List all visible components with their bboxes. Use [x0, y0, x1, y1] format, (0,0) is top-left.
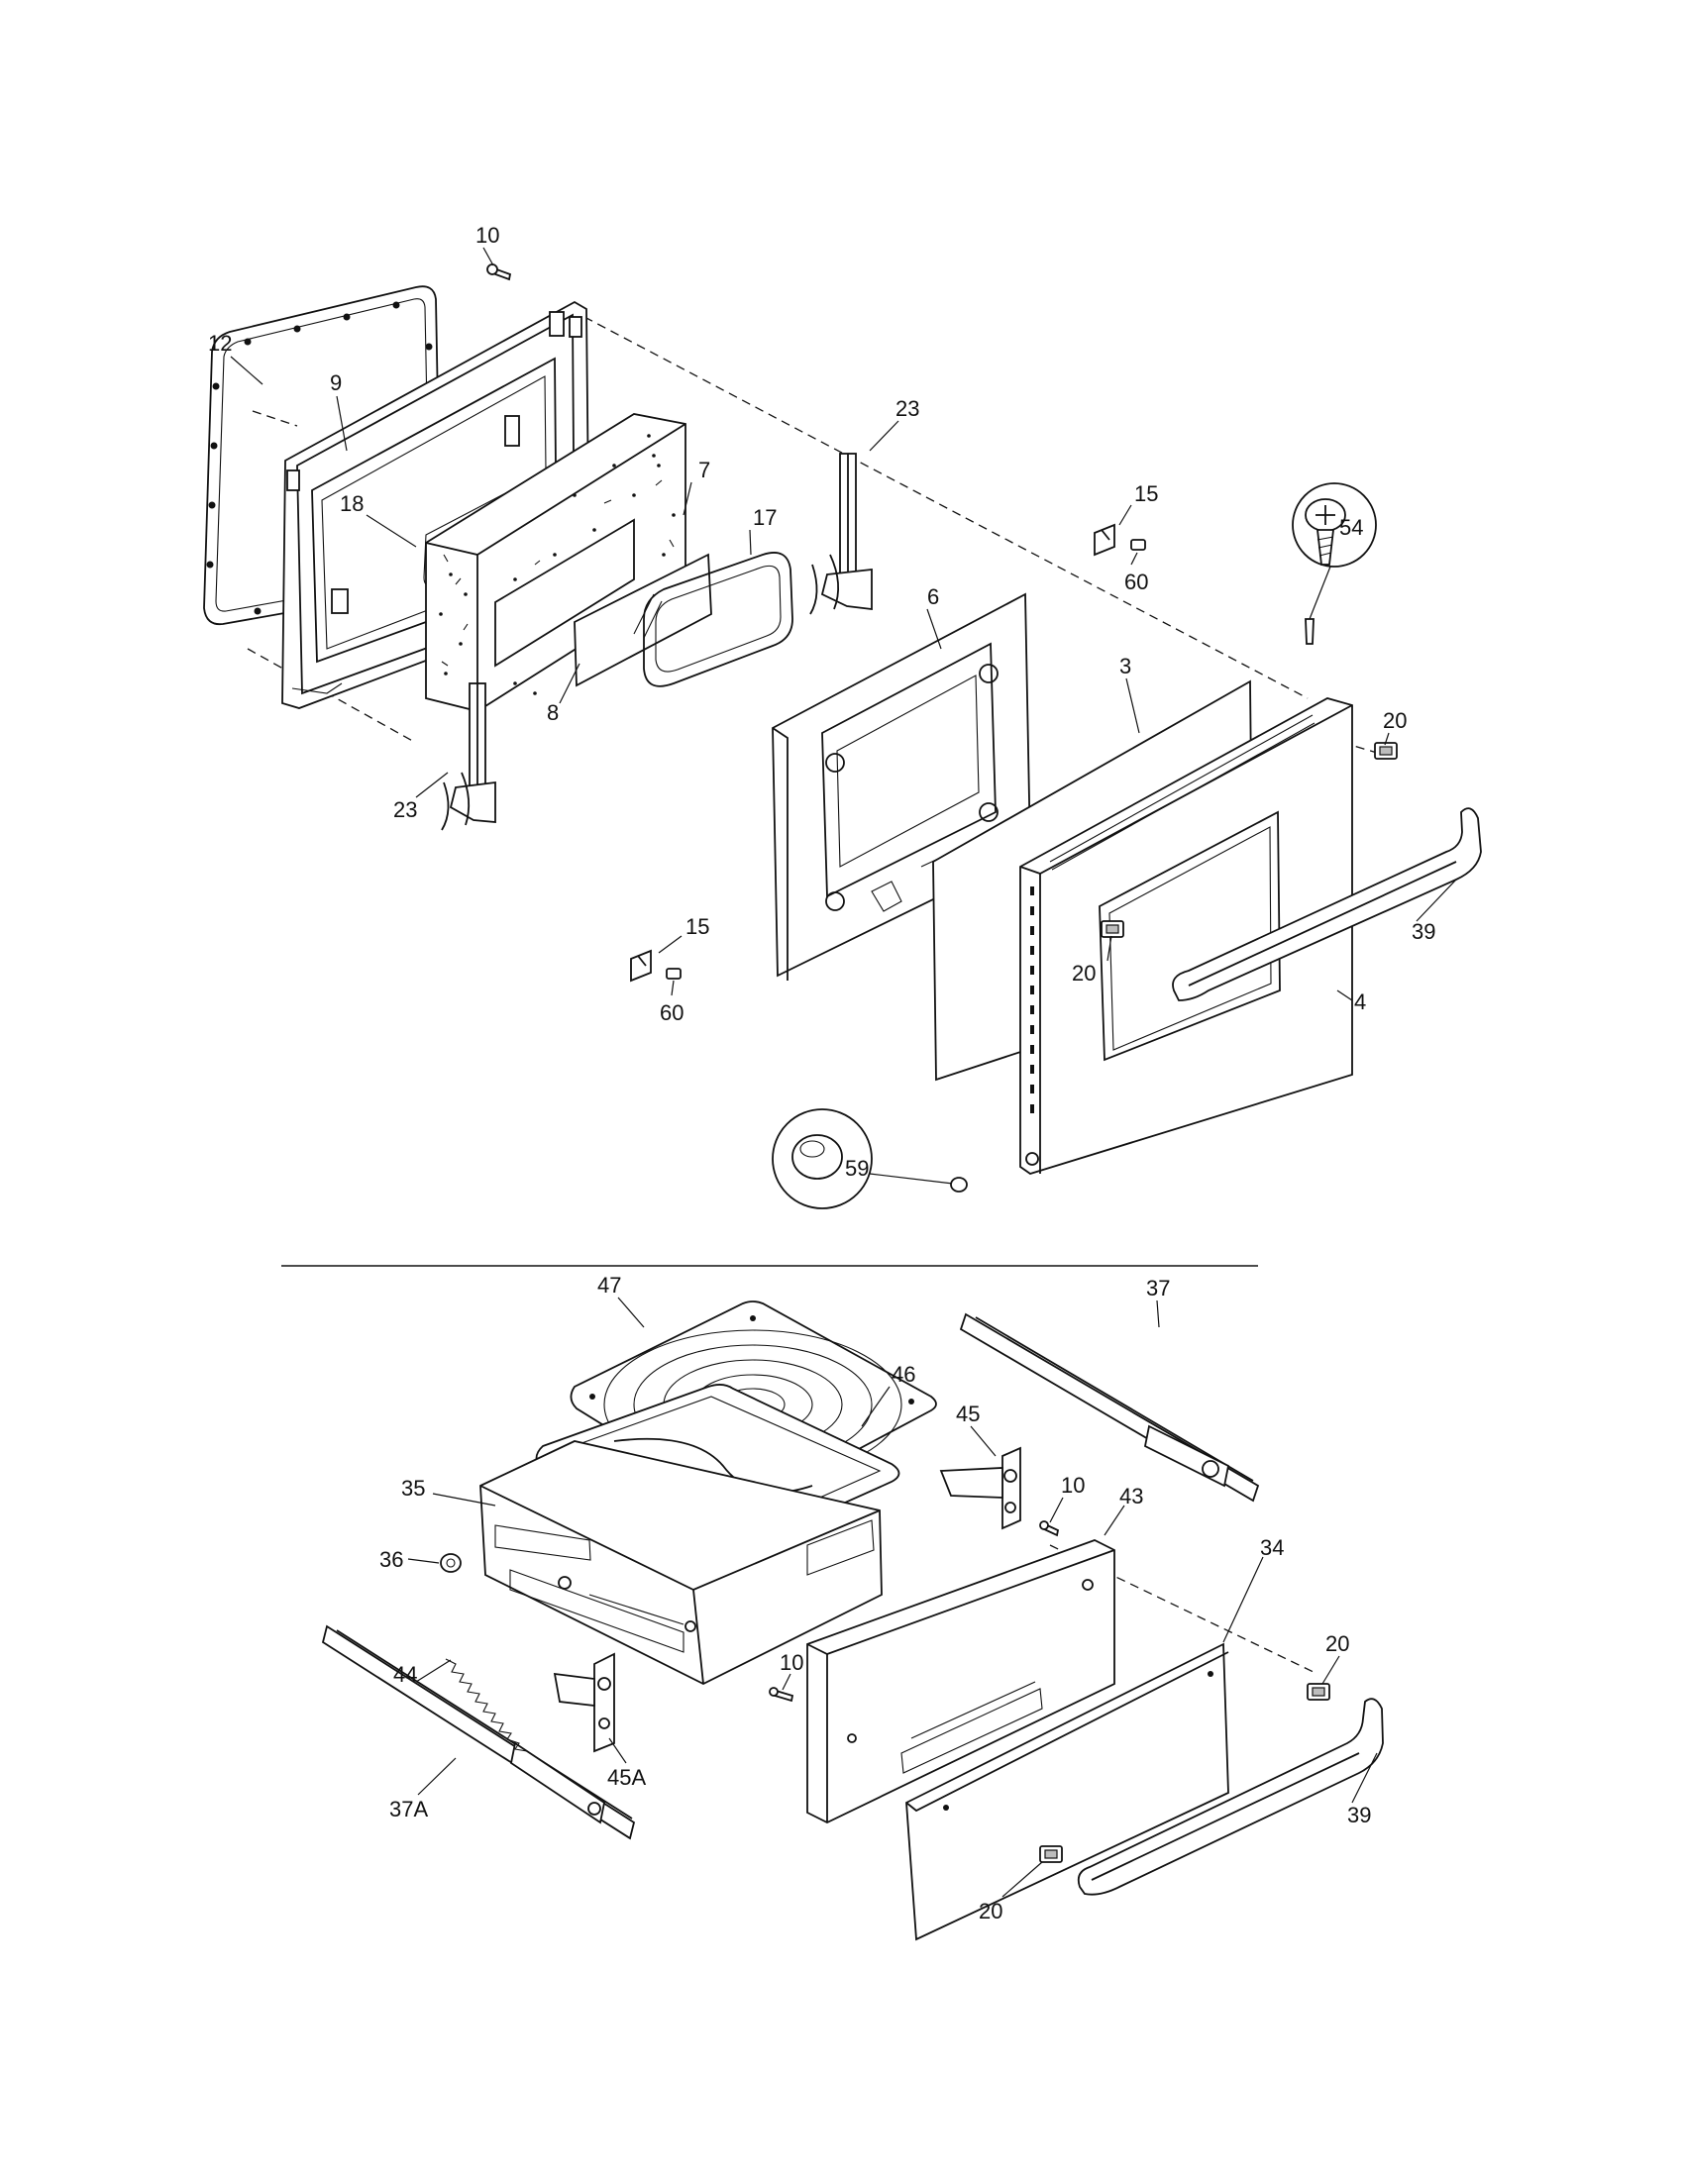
part-8-window-glass: [574, 553, 712, 687]
part-60-pin-upper: [1130, 539, 1146, 551]
callout-44: 44: [393, 1662, 417, 1687]
callout-20-drawer-lower: 20: [979, 1899, 1002, 1924]
part-39-drawer-handle: [1077, 1698, 1384, 1896]
callout-39-drawer: 39: [1347, 1803, 1371, 1827]
callout-10-drawer: 10: [1061, 1473, 1085, 1498]
callout-54: 54: [1339, 515, 1363, 540]
part-23-hinge-upper: [809, 453, 873, 615]
part-10-screw-drawer-lower: [769, 1687, 794, 1703]
callout-37: 37: [1146, 1276, 1170, 1300]
leader-lines: [230, 247, 1457, 1898]
callout-7: 7: [698, 458, 710, 482]
callout-20: 20: [1383, 708, 1407, 733]
part-37A-slide-rail-left: [321, 1624, 636, 1840]
oven-door-assembly: [203, 263, 1482, 1209]
part-4-outer-door: [1019, 697, 1353, 1175]
callout-60-lower: 60: [660, 1000, 684, 1025]
part-20-drawer-cap-left: [1039, 1845, 1063, 1863]
part-15-latch-lower: [630, 949, 652, 983]
part-37-slide-rail-right: [959, 1312, 1260, 1503]
callout-20-drawer: 20: [1325, 1631, 1349, 1656]
callout-15: 15: [1134, 481, 1158, 506]
callout-4: 4: [1354, 989, 1366, 1014]
part-10-screw-drawer-upper: [1039, 1520, 1060, 1537]
part-45-bracket: [939, 1446, 1021, 1530]
part-34-drawer-front: [905, 1642, 1229, 1941]
part-54-screw: [1292, 482, 1377, 645]
part-17-window-ring: [643, 552, 793, 687]
callout-36: 36: [379, 1547, 403, 1572]
part-15-latch-upper: [1094, 523, 1115, 557]
drawer-assembly: [321, 1300, 1384, 1941]
part-20-drawer-cap-right: [1307, 1683, 1330, 1701]
part-45A-bracket: [553, 1652, 615, 1753]
callout-43: 43: [1119, 1484, 1143, 1508]
part-43-drawer-frame: [806, 1539, 1115, 1824]
callout-60: 60: [1124, 570, 1148, 594]
callout-37A: 37A: [389, 1797, 428, 1821]
callout-17: 17: [753, 505, 777, 530]
part-10-screw-top: [486, 263, 512, 281]
part-20-handle-cap-lower: [1101, 920, 1124, 938]
callout-12: 12: [208, 331, 232, 356]
callout-labels: 10 12 9 23 7 18 17 15 60 54 6 3 8 20 23 …: [208, 223, 1435, 1924]
bumper-icon: [791, 1134, 843, 1180]
part-44-spring: [445, 1658, 528, 1752]
callout-9: 9: [330, 370, 342, 395]
callout-35: 35: [401, 1476, 425, 1501]
part-60-pin-lower: [666, 968, 682, 980]
part-36-grommet: [440, 1553, 462, 1573]
callout-8: 8: [547, 700, 559, 725]
callout-3: 3: [1119, 654, 1131, 678]
callout-59: 59: [845, 1156, 869, 1181]
part-35-drawer-box: [479, 1440, 883, 1686]
callout-46: 46: [892, 1362, 915, 1387]
callout-23: 23: [895, 396, 919, 421]
callout-39: 39: [1412, 919, 1435, 944]
callout-15-lower: 15: [685, 914, 709, 939]
part-20-handle-cap-upper: [1374, 742, 1398, 760]
part-39-door-handle: [1172, 807, 1482, 1001]
part-7-insulation: [425, 413, 686, 712]
callout-45A: 45A: [607, 1765, 646, 1790]
callout-18: 18: [340, 491, 364, 516]
callout-45: 45: [956, 1402, 980, 1426]
screw-icon: [1305, 498, 1346, 566]
callout-34: 34: [1260, 1535, 1284, 1560]
callout-10: 10: [475, 223, 499, 248]
part-59-bumper: [772, 1108, 968, 1209]
callout-23-lower: 23: [393, 797, 417, 822]
callout-20-lower: 20: [1072, 961, 1096, 986]
callout-10-drawer-lower: 10: [780, 1650, 803, 1675]
part-23-hinge-lower: [441, 682, 496, 831]
callout-6: 6: [927, 584, 939, 609]
callout-47: 47: [597, 1273, 621, 1298]
